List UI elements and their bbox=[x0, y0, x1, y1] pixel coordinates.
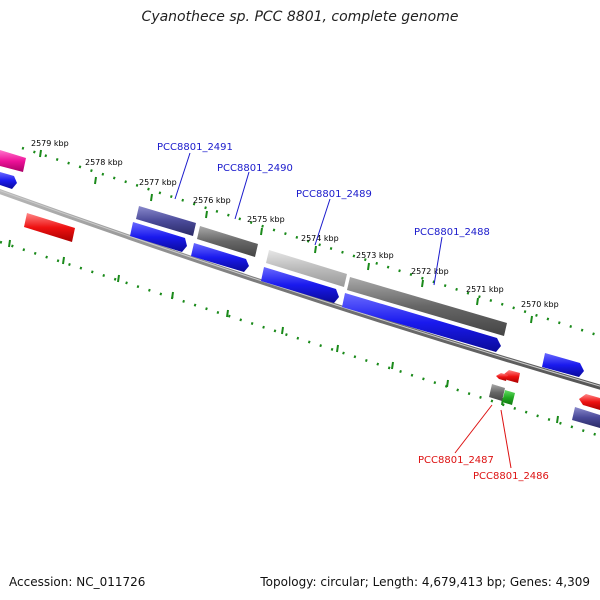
tick-label: 2574 kbp bbox=[301, 234, 339, 243]
tick-mark bbox=[62, 256, 65, 265]
outer-major-ticks bbox=[39, 149, 533, 324]
tick-mark bbox=[556, 415, 559, 424]
tick-mark bbox=[117, 274, 120, 283]
tick-mark bbox=[367, 262, 370, 271]
genome-backbone bbox=[0, 188, 600, 390]
red-arrow-small bbox=[496, 373, 508, 381]
tick-mark bbox=[8, 239, 11, 248]
cds-arrow bbox=[130, 222, 187, 252]
forward-cds bbox=[0, 172, 584, 377]
reverse-features bbox=[24, 213, 600, 428]
red-arrow-small bbox=[503, 370, 520, 383]
tick-mark bbox=[421, 279, 424, 288]
tick-mark bbox=[530, 315, 533, 324]
leader-lines bbox=[174, 152, 512, 469]
magenta-feature bbox=[0, 150, 26, 172]
gene-pcc8801-2486 bbox=[502, 390, 515, 405]
gene-pcc8801-2490 bbox=[197, 226, 258, 257]
tick-label: 2576 kbp bbox=[193, 196, 231, 205]
tick-label: 2571 kbp bbox=[466, 285, 504, 294]
gene-pcc8801-2488 bbox=[347, 277, 507, 336]
gene-label-pcc8801-2490[interactable]: PCC8801_2490 bbox=[217, 163, 293, 174]
tick-label: 2579 kbp bbox=[31, 139, 69, 148]
tick-mark bbox=[314, 245, 317, 254]
genome-stats-text: Topology: circular; Length: 4,679,413 bp… bbox=[260, 575, 590, 589]
gene-pcc8801-2487 bbox=[489, 384, 505, 401]
inner-major-ticks bbox=[8, 239, 559, 424]
cds-arrow bbox=[261, 267, 339, 303]
forward-features bbox=[0, 150, 507, 336]
tick-label: 2575 kbp bbox=[247, 215, 285, 224]
cds-arrow bbox=[191, 243, 249, 272]
gene-labels: PCC8801_2491 PCC8801_2490 PCC8801_2489 P… bbox=[157, 142, 549, 482]
tick-label: 2572 kbp bbox=[411, 267, 449, 276]
tick-label: 2573 kbp bbox=[356, 251, 394, 260]
gene-label-pcc8801-2488[interactable]: PCC8801_2488 bbox=[414, 227, 490, 238]
map-title: Cyanothece sp. PCC 8801, complete genome bbox=[141, 9, 459, 25]
tick-mark bbox=[171, 291, 174, 300]
tick-mark bbox=[94, 176, 97, 185]
accession-text: Accession: NC_011726 bbox=[9, 575, 146, 589]
gene-pcc8801-2489 bbox=[266, 250, 347, 287]
gene-label-pcc8801-2491[interactable]: PCC8801_2491 bbox=[157, 142, 233, 153]
tick-labels: 2579 kbp 2578 kbp 2577 kbp 2576 kbp 2575… bbox=[31, 139, 559, 309]
tick-mark bbox=[446, 379, 449, 388]
cds-arrow bbox=[342, 293, 501, 352]
red-arrow-right bbox=[579, 394, 600, 410]
cds-arrow bbox=[542, 353, 584, 377]
red-feature bbox=[24, 213, 75, 242]
purple-feature-right bbox=[572, 407, 600, 428]
gene-label-pcc8801-2489[interactable]: PCC8801_2489 bbox=[296, 189, 372, 200]
tick-mark bbox=[336, 344, 339, 353]
tick-mark bbox=[226, 309, 229, 318]
gene-label-pcc8801-2487[interactable]: PCC8801_2487 bbox=[418, 455, 494, 466]
gene-pcc8801-2491 bbox=[136, 206, 196, 236]
tick-mark bbox=[281, 326, 284, 335]
tick-mark bbox=[391, 361, 394, 370]
tick-mark bbox=[205, 210, 208, 219]
tick-label: 2577 kbp bbox=[139, 178, 177, 187]
tick-label: 2578 kbp bbox=[85, 158, 123, 167]
cds-arrow bbox=[0, 172, 17, 189]
tick-label: 2570 kbp bbox=[521, 300, 559, 309]
tick-mark bbox=[39, 149, 42, 158]
tick-mark bbox=[260, 227, 263, 236]
tick-mark bbox=[476, 297, 479, 306]
gene-label-pcc8801-2486[interactable]: PCC8801_2486 bbox=[473, 471, 549, 482]
tick-mark bbox=[150, 193, 153, 202]
